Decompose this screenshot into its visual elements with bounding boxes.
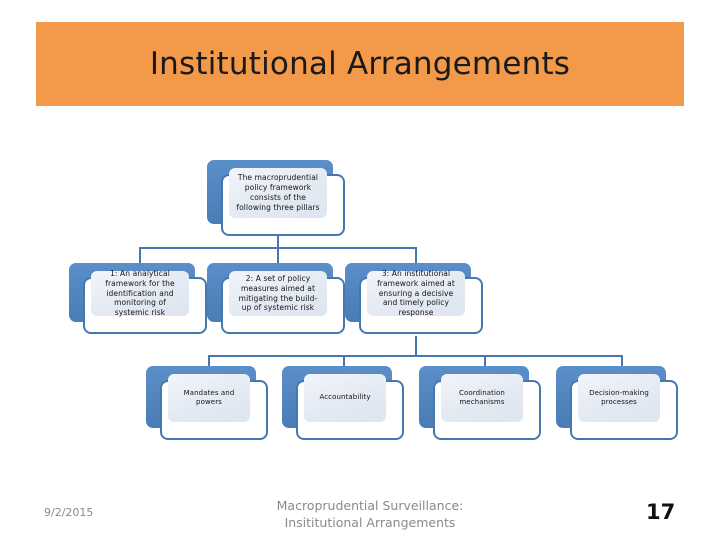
node-inner-panel [168, 374, 250, 422]
footer-title: Macroprudential Surveillance: Insitituti… [210, 498, 530, 532]
title-banner [36, 22, 684, 106]
node-label: Accountability [319, 393, 371, 402]
diagram-node-root[interactable]: The macroprudential policy framework con… [207, 160, 347, 238]
node-card: 3: An institutional framework aimed at e… [359, 269, 483, 334]
connector-pillar-1-drop [139, 247, 141, 263]
connector-sub-2-drop [343, 355, 345, 369]
node-card: 1: An analytical framework for the ident… [83, 269, 207, 334]
node-label: Decision-making processes [589, 388, 649, 406]
node-label: 1: An analytical framework for the ident… [105, 268, 175, 318]
connector-sub-1-drop [208, 355, 210, 369]
node-card: Mandates and powers [160, 374, 268, 440]
node-label: 3: An institutional framework aimed at e… [377, 268, 455, 318]
page-title: Institutional Arrangements [149, 46, 571, 82]
diagram-node-sub-4[interactable]: Decision-making processes [556, 366, 680, 442]
footer-date: 9/2/2015 [44, 506, 94, 519]
node-inner-panel [304, 374, 386, 422]
connector-pillar-3-drop [415, 247, 417, 263]
diagram-node-sub-2[interactable]: Accountability [282, 366, 406, 442]
node-inner-panel [367, 271, 465, 316]
page-number: 17 [646, 500, 676, 524]
footer-title-line-1: Macroprudential Surveillance: [276, 498, 464, 513]
node-inner-panel [229, 271, 327, 316]
node-card: Accountability [296, 374, 404, 440]
diagram-node-sub-1[interactable]: Mandates and powers [146, 366, 270, 442]
connector-sub-3-drop [484, 355, 486, 369]
diagram-node-pillar-2[interactable]: 2: A set of policy measures aimed at mit… [207, 263, 347, 336]
diagram-node-sub-3[interactable]: Coordination mechanisms [419, 366, 543, 442]
diagram-node-pillar-1[interactable]: 1: An analytical framework for the ident… [69, 263, 209, 336]
connector-subitems-bus [208, 355, 623, 357]
node-label: The macroprudential policy framework con… [236, 173, 320, 212]
node-label: Coordination mechanisms [459, 388, 505, 406]
node-card: The macroprudential policy framework con… [221, 168, 345, 236]
connector-pillar-2-drop [277, 247, 279, 263]
node-card: Coordination mechanisms [433, 374, 541, 440]
node-inner-panel [229, 168, 327, 218]
node-card: Decision-making processes [570, 374, 678, 440]
connector-sub-4-drop [621, 355, 623, 369]
diagram-node-pillar-3[interactable]: 3: An institutional framework aimed at e… [345, 263, 485, 336]
footer-title-line-2: Insititutional Arrangements [284, 514, 456, 530]
node-label: Mandates and powers [183, 388, 235, 406]
node-inner-panel [91, 271, 189, 316]
node-label: 2: A set of policy measures aimed at mit… [238, 273, 318, 313]
connector-root-stem [277, 232, 279, 248]
connector-pillar3-stem [415, 336, 417, 356]
node-inner-panel [578, 374, 660, 422]
node-card: 2: A set of policy measures aimed at mit… [221, 271, 345, 334]
node-inner-panel [441, 374, 523, 422]
